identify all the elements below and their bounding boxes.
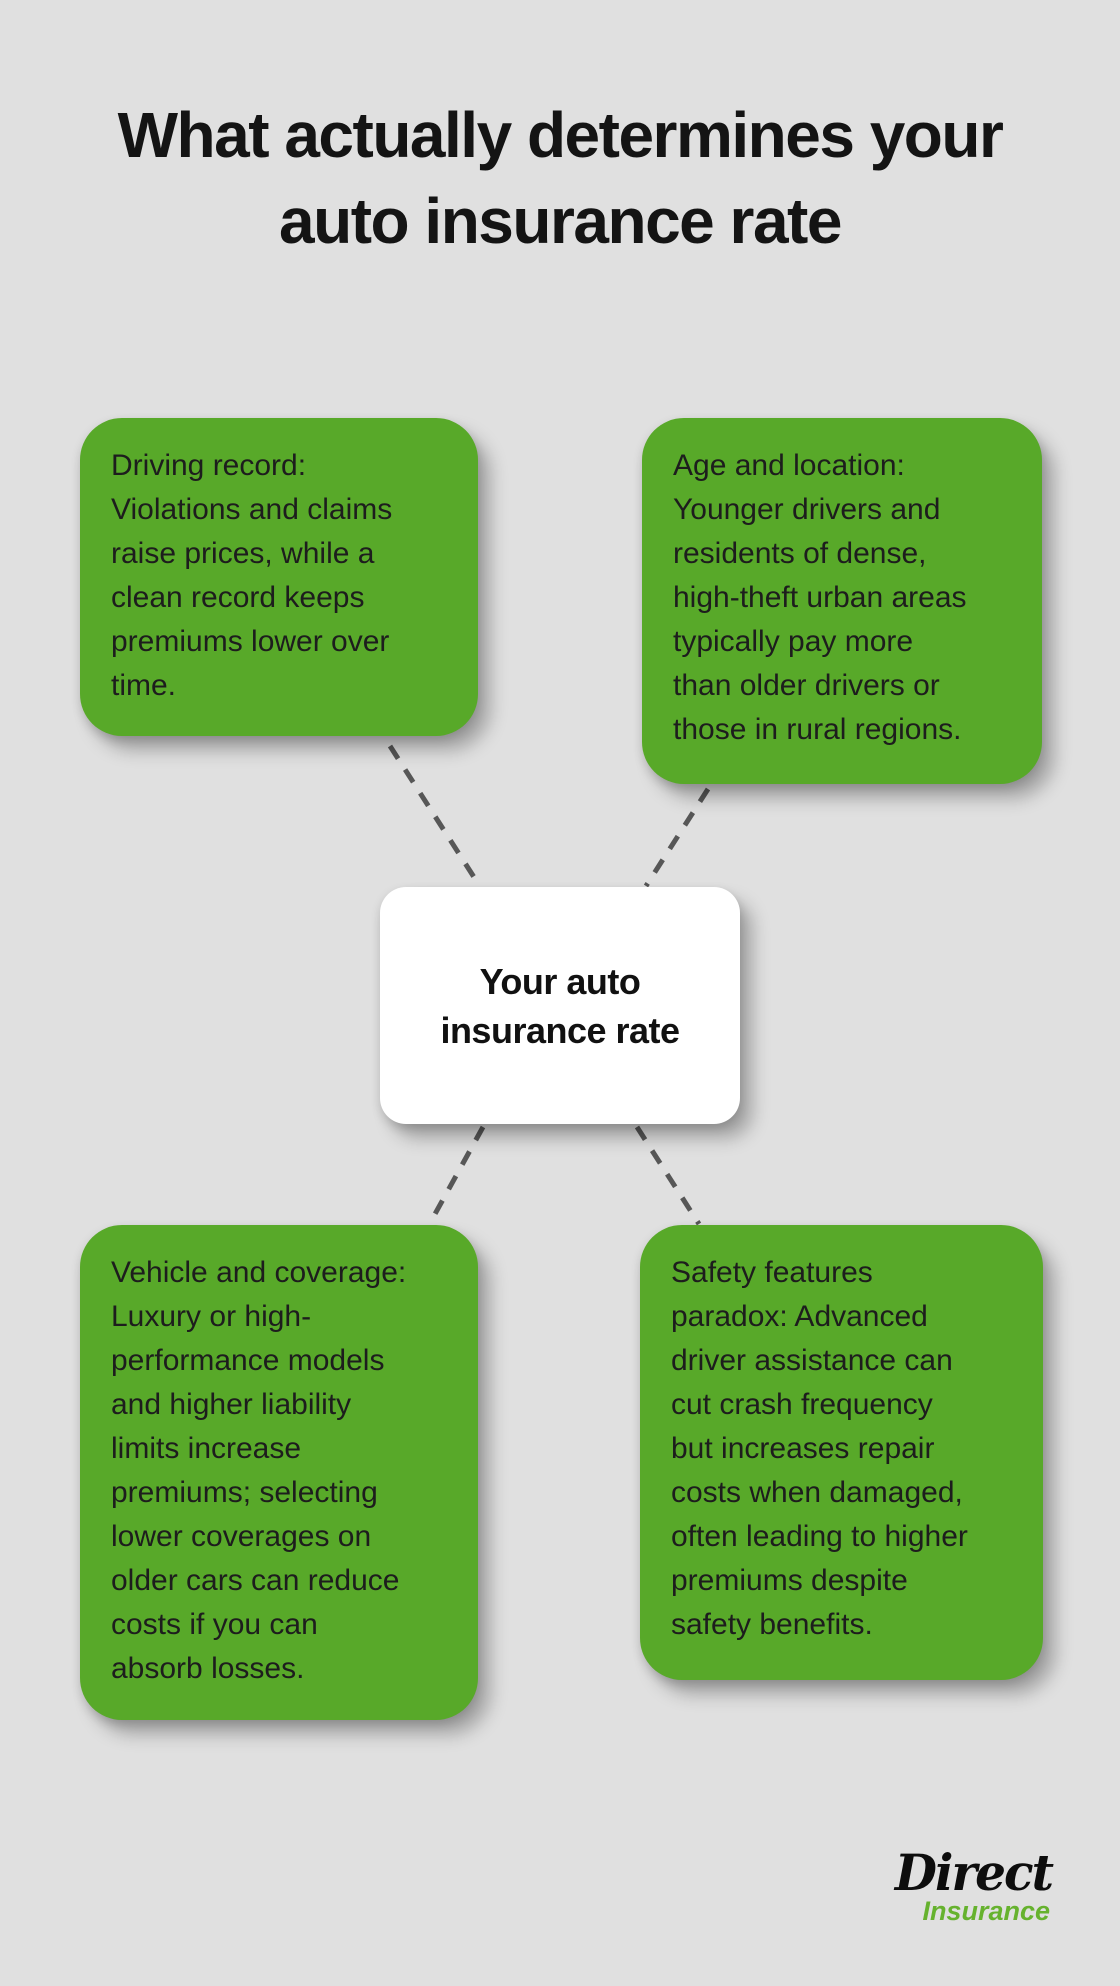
factor-node-driving-record: Driving record: Violations and claims ra… (80, 418, 478, 736)
logo-subtext: Insurance (922, 1896, 1050, 1926)
page-title: What actually determines your auto insur… (117, 99, 1004, 257)
factor-node-safety-features-paradox: Safety features paradox: Advanced driver… (640, 1225, 1043, 1680)
connector-center-to-bottom-left (427, 1125, 486, 1225)
logo-brand-text: Direct (894, 1843, 1054, 1902)
direct-insurance-logo: Direct Insurance (890, 1843, 1054, 1926)
center-node-your-auto-insurance-rate: Your auto insurance rate (380, 887, 740, 1124)
connector-top-left-to-center (387, 744, 482, 887)
connector-top-right-to-center (643, 787, 711, 888)
factor-node-age-and-location: Age and location: Younger drivers and re… (642, 418, 1042, 784)
factor-node-vehicle-and-coverage: Vehicle and coverage: Luxury or high- pe… (80, 1225, 478, 1720)
connector-center-to-bottom-right (634, 1125, 702, 1226)
